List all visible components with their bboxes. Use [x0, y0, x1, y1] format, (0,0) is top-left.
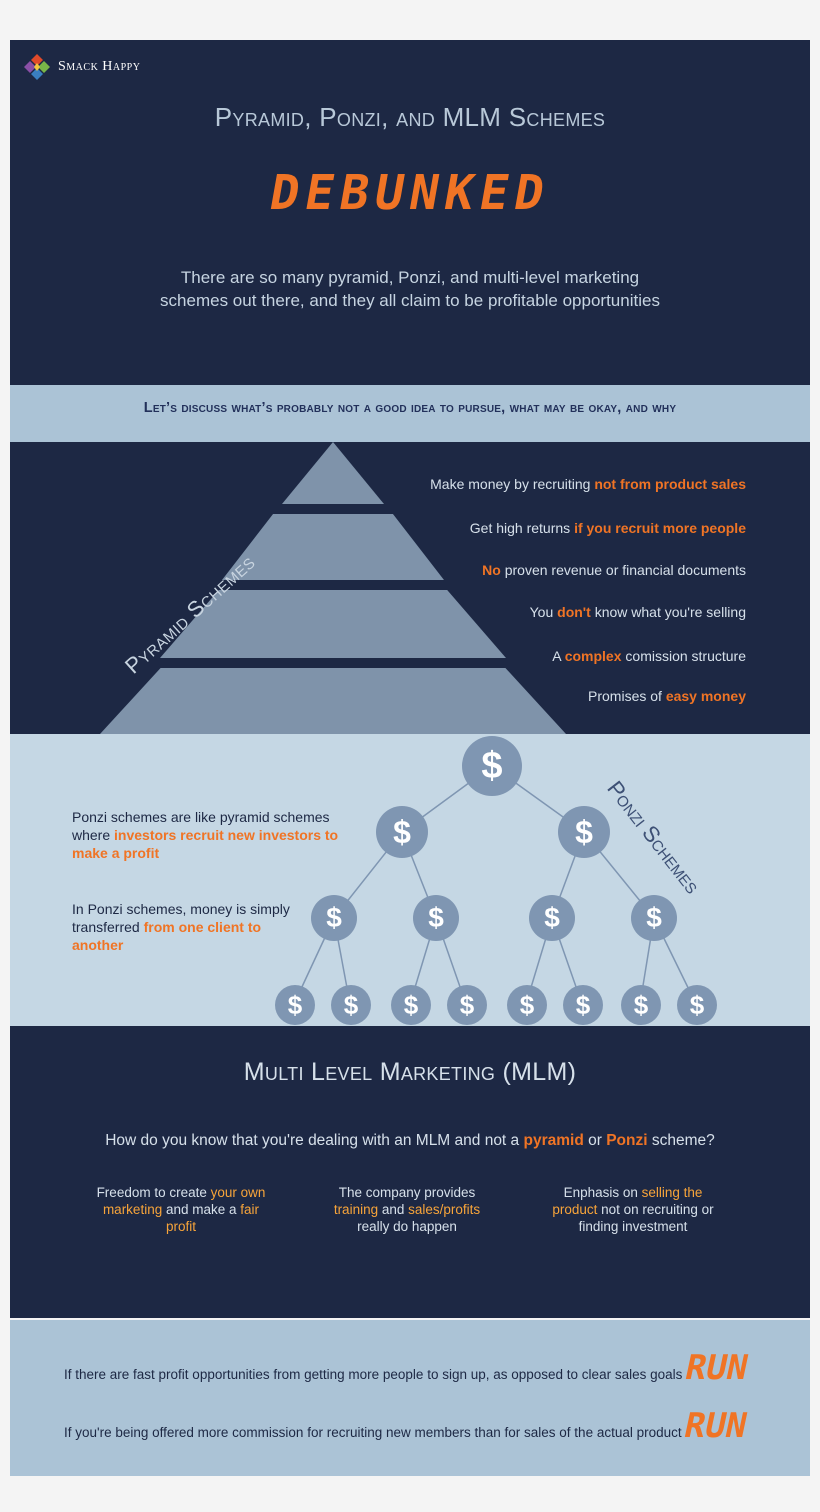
- run-warning-1: If there are fast profit opportunities f…: [64, 1348, 752, 1388]
- page-title: Pyramid, Ponzi, and MLM Schemes: [214, 102, 606, 132]
- brand-name: Smack Happy: [58, 59, 141, 74]
- pyramid-fact: You don't know what you're selling: [529, 604, 746, 620]
- dollar-coin-icon: $: [621, 985, 661, 1025]
- banner-text: Let’s discuss what’s probably not a good…: [143, 400, 677, 416]
- pyramid-fact: Make money by recruiting not from produc…: [430, 476, 746, 492]
- pyramid-fact: No proven revenue or financial documents: [482, 562, 746, 578]
- ponzi-section: $ $ $ $ $ $ $ $ $ $ $ $ $ $ $ Ponzi Sche…: [10, 734, 810, 1026]
- mlm-section: Multi Level Marketing (MLM) How do you k…: [10, 1026, 810, 1318]
- header-section: Smack Happy Pyramid, Ponzi, and MLM Sche…: [10, 40, 810, 385]
- run-word: RUN: [681, 1348, 752, 1388]
- pyramid-tier-3: [160, 590, 506, 658]
- dollar-coin-icon: $: [677, 985, 717, 1025]
- dollar-coin-icon: $: [462, 736, 522, 796]
- dollar-coin-icon: $: [631, 895, 677, 941]
- pyramid-fact: Promises of easy money: [588, 688, 746, 704]
- mlm-point-2: The company provides training and sales/…: [333, 1185, 481, 1234]
- debunked-headline: DEBUNKED: [265, 165, 555, 221]
- pyramid-fact: Get high returns if you recruit more peo…: [469, 520, 746, 536]
- dollar-coin-icon: $: [563, 985, 603, 1025]
- dollar-coin-icon: $: [331, 985, 371, 1025]
- infographic: Smack Happy Pyramid, Ponzi, and MLM Sche…: [10, 40, 810, 1476]
- mlm-title: Multi Level Marketing (MLM): [243, 1058, 577, 1086]
- pyramid-fact: A complex comission structure: [552, 648, 746, 664]
- dollar-coin-icon: $: [447, 985, 487, 1025]
- ponzi-description-2: In Ponzi schemes, money is simply transf…: [72, 901, 290, 953]
- brand: Smack Happy: [24, 54, 140, 80]
- ponzi-description-1: Ponzi schemes are like pyramid schemes w…: [72, 809, 339, 861]
- dollar-coin-icon: $: [413, 895, 459, 941]
- pyramid-tier-1: [282, 442, 384, 504]
- dollar-coin-icon: $: [311, 895, 357, 941]
- dollar-coin-icon: $: [507, 985, 547, 1025]
- banner-section: Let’s discuss what’s probably not a good…: [10, 385, 810, 442]
- pyramid-section: Pyramid Schemes Make money by recruiting…: [10, 442, 810, 734]
- run-warning-2: If you're being offered more commission …: [64, 1406, 752, 1446]
- mlm-question: How do you know that you're dealing with…: [105, 1132, 715, 1149]
- mlm-point-3: Enphasis on selling the product not on r…: [552, 1185, 714, 1234]
- logo-icon: [24, 54, 50, 80]
- run-word: RUN: [681, 1406, 752, 1446]
- mlm-point-1: Freedom to create your own marketing and…: [96, 1185, 266, 1234]
- run-section: If there are fast profit opportunities f…: [10, 1320, 810, 1476]
- dollar-coin-icon: $: [558, 806, 610, 858]
- pyramid-tier-4: [100, 668, 566, 734]
- dollar-coin-icon: $: [376, 806, 428, 858]
- dollar-coin-icon: $: [391, 985, 431, 1025]
- dollar-coin-icon: $: [275, 985, 315, 1025]
- dollar-coin-icon: $: [529, 895, 575, 941]
- intro-text: There are so many pyramid, Ponzi, and mu…: [160, 268, 660, 310]
